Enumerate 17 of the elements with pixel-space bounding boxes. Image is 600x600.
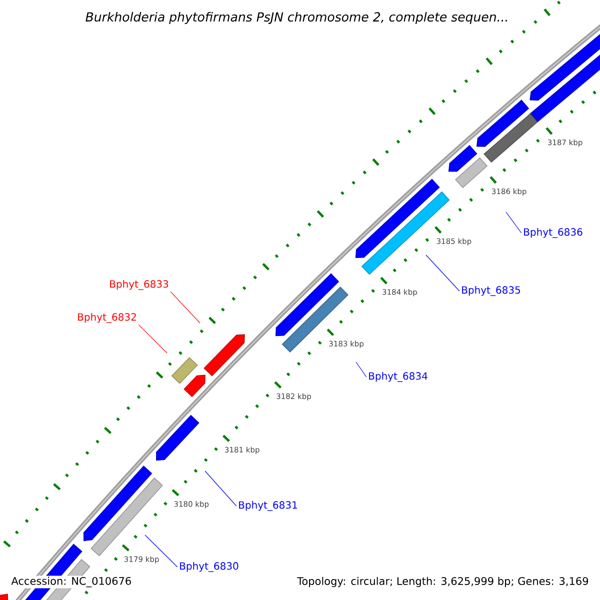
leader-line	[170, 291, 200, 324]
leader-line	[356, 362, 367, 378]
map-title: Burkholderia phytofirmans PsJN chromosome 2, complete sequen...	[86, 12, 508, 24]
gene-label: Bphyt_6835	[462, 286, 520, 296]
gene-label: Bphyt_6832	[78, 313, 136, 323]
leader-line	[204, 470, 237, 506]
summary-text: Topology: circular; Length: 3,625,999 bp; Genes: 3,169	[296, 576, 590, 588]
gene-label: Bphyt_6831	[239, 501, 297, 511]
leader-line	[138, 324, 168, 354]
leader-line	[506, 212, 522, 234]
gene-label: Bphyt_6836	[524, 228, 582, 238]
leader-line	[144, 534, 178, 568]
gene-label: Bphyt_6834	[369, 372, 428, 382]
leader-line	[426, 254, 460, 292]
gene-label: Bphyt_6830	[180, 562, 238, 572]
gene-label: Bphyt_6833	[110, 280, 168, 290]
accession-text: Accession: NC_010676	[10, 576, 133, 588]
